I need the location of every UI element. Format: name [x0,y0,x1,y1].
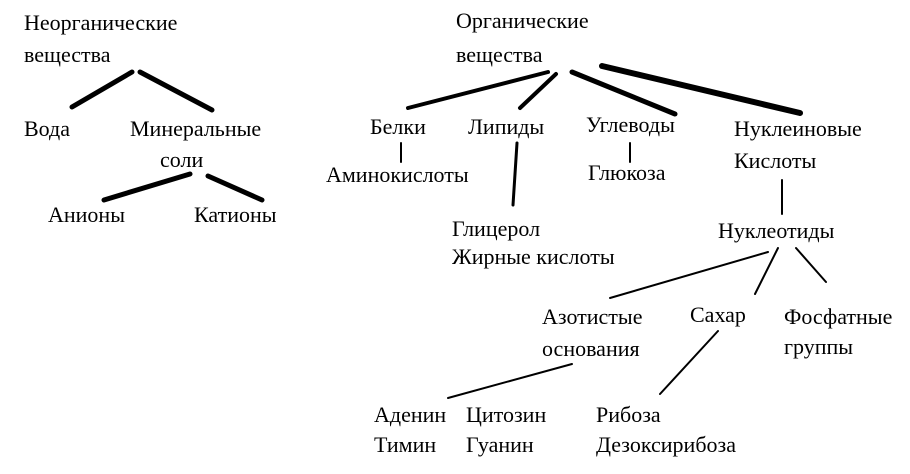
amino-acids-node: Аминокислоты [326,162,469,187]
lipids-node: Липиды [468,114,545,139]
connector-nucleotides-to-phosphates [795,247,827,283]
proteins-node: Белки [370,114,426,139]
phosphate-groups-line1: Фосфатные [784,304,893,329]
connector-salts-to-anions [101,171,193,203]
bases-col2-line2: Гуанин [466,432,534,457]
nitrogen-bases-line2: основания [542,336,640,361]
connector-organic-to-lipids [518,72,558,110]
mineral-salts-line1: Минеральные [130,116,262,141]
connector-sugar-to-sugar-list [659,330,719,395]
connector-nucleotides-to-sugar [754,247,779,295]
inorganic-root-line1: Неорганические [24,10,178,35]
bases-col2-line1: Цитозин [466,402,547,427]
sugars-line1: Рибоза [596,402,661,427]
anions-node: Анионы [48,202,125,227]
nucleic-acids-line2: Кислоты [734,148,817,173]
organic-root-line1: Органические [456,8,589,33]
nucleic-acids-line1: Нуклеиновые [734,116,862,141]
organic-root-line2: вещества [456,42,543,67]
connector-inorganic-to-water [69,69,135,110]
phosphate-groups-line2: группы [784,334,854,359]
sugars-line2: Дезоксирибоза [596,432,736,457]
sugar-node: Сахар [690,302,746,327]
water-node: Вода [24,116,70,141]
nitrogen-bases-line1: Азотистые [542,304,643,329]
connector-salts-to-cations [205,173,265,203]
glucose-node: Глюкоза [588,160,666,185]
bases-col1-line2: Тимин [374,432,437,457]
nucleotides-node: Нуклеотиды [718,218,835,243]
connector-organic-to-nucleic-acids [599,63,803,116]
cations-node: Катионы [194,202,277,227]
inorganic-root-line2: вещества [24,42,111,67]
connector-organic-to-carbohydrates [569,69,678,117]
connector-nucleotides-to-bases [609,251,769,299]
connector-lipids-to-glycerol [511,141,519,207]
connector-inorganic-to-mineral-salts [137,69,215,113]
connector-organic-to-proteins [406,70,550,110]
connector-bases-to-base-list [447,363,573,399]
mineral-salts-line2: соли [160,147,204,172]
carbohydrates-node: Углеводы [586,112,675,137]
lipid-parts-line1: Глицерол [452,216,541,241]
bases-col1-line1: Аденин [374,402,447,427]
lipid-parts-line2: Жирные кислоты [452,244,615,269]
